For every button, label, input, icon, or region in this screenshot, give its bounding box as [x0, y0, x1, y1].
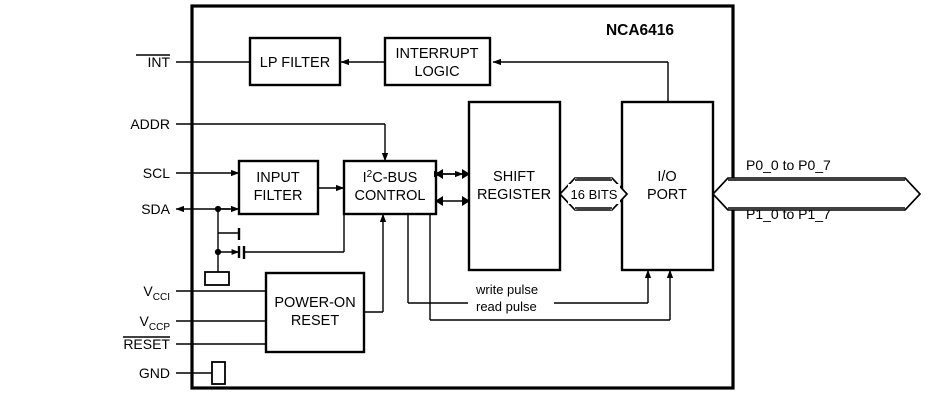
- block-io-port-label-line2: PORT: [647, 187, 687, 203]
- pin-vccp-label: VCCP: [140, 313, 171, 333]
- transistor-ground-pad-icon: [204, 271, 230, 286]
- pin-int: INT: [136, 54, 250, 70]
- bus-16bits: 16 BITS: [558, 177, 629, 211]
- read-pulse-label: read pulse: [476, 299, 537, 314]
- wire-ioport-to-interrupt: [492, 58, 669, 102]
- block-io-port[interactable]: I/O PORT: [620, 100, 715, 272]
- pin-sda-label: SDA: [141, 201, 170, 217]
- wire-por-to-i2c: [364, 213, 387, 313]
- pin-gnd: GND: [139, 361, 226, 385]
- wire-i2c-shiftregister-lower: [435, 196, 470, 206]
- pin-gnd-label: GND: [139, 365, 170, 381]
- block-interrupt-logic-label-line1: INTERRUPT: [396, 46, 479, 62]
- pin-port1-label: P1_0 to P1_7: [746, 206, 831, 222]
- block-power-on-reset-label-line2: RESET: [291, 313, 339, 329]
- block-input-filter-label-line1: INPUT: [256, 170, 300, 186]
- block-shift-register[interactable]: SHIFT REGISTER: [467, 100, 562, 272]
- block-shift-register-label-line2: REGISTER: [477, 187, 551, 203]
- block-power-on-reset-label-line1: POWER-ON: [274, 295, 355, 311]
- pin-addr: ADDR: [130, 116, 389, 162]
- block-lp-filter-label: LP FILTER: [260, 55, 330, 71]
- block-i2c-bus-control[interactable]: I2C-BUS CONTROL: [342, 159, 438, 216]
- block-i2c-bus-control-label-line2: CONTROL: [355, 188, 426, 204]
- pin-vcci-label: VCCI: [143, 283, 170, 303]
- block-shift-register-label-line1: SHIFT: [493, 169, 535, 185]
- block-power-on-reset[interactable]: POWER-ON RESET: [264, 271, 366, 354]
- wire-read-pulse: read pulse: [429, 214, 674, 321]
- block-i2c-bus-control-label-line1: I2C-BUS: [363, 169, 418, 186]
- pin-port0-label: P0_0 to P0_7: [746, 157, 831, 173]
- pin-sda: SDA: [141, 201, 240, 272]
- pin-reset: RESET: [123, 336, 266, 352]
- chip-title: NCA6416: [606, 22, 674, 39]
- bus-port-io: [711, 177, 922, 211]
- block-io-port-label-line1: I/O: [657, 169, 676, 185]
- gnd-pad-icon: [211, 361, 226, 385]
- pin-vcci: VCCI: [143, 283, 266, 303]
- pin-vccp: VCCP: [140, 313, 266, 333]
- write-pulse-label: write pulse: [475, 282, 538, 297]
- block-interrupt-logic[interactable]: INTERRUPT LOGIC: [383, 36, 492, 87]
- block-input-filter[interactable]: INPUT FILTER: [237, 159, 320, 216]
- open-drain-transistor-icon: [214, 214, 345, 259]
- block-input-filter-label-line2: FILTER: [254, 188, 303, 204]
- wire-i2c-shiftregister-upper: [433, 169, 470, 179]
- block-lp-filter[interactable]: LP FILTER: [248, 36, 342, 87]
- pin-reset-label: RESET: [123, 336, 170, 352]
- pin-addr-label: ADDR: [130, 116, 170, 132]
- pin-int-label: INT: [147, 54, 170, 70]
- block-interrupt-logic-label-line2: LOGIC: [414, 64, 459, 80]
- bus-16bits-label: 16 BITS: [571, 187, 618, 202]
- pin-scl-label: SCL: [143, 165, 170, 181]
- pin-scl: SCL: [143, 165, 240, 181]
